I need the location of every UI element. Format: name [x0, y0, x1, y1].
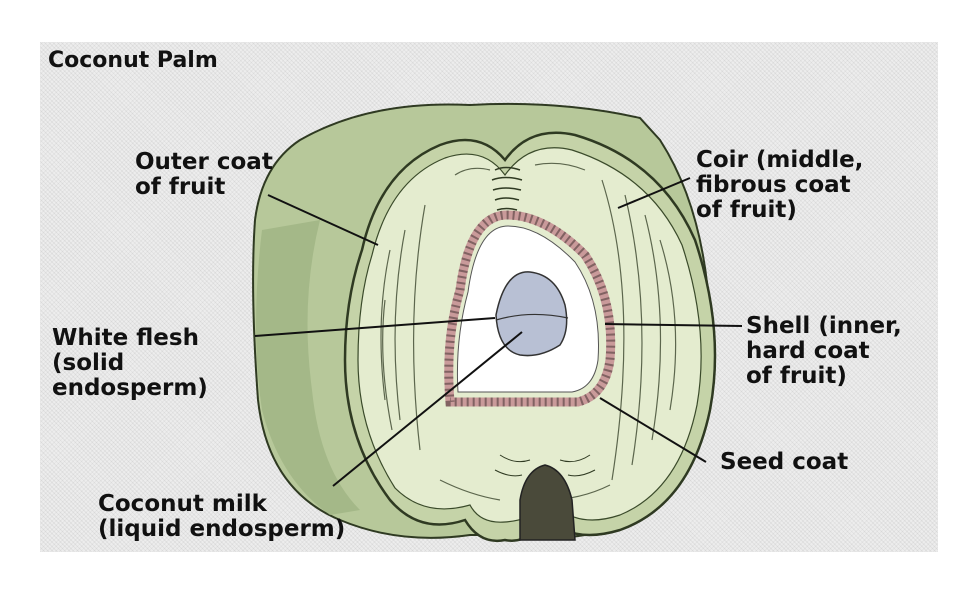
label-coconut-milk: Coconut milk (liquid endosperm)	[98, 491, 346, 542]
label-coir: Coir (middle, fibrous coat of fruit)	[696, 147, 864, 223]
stem-fibers	[491, 166, 523, 211]
label-white-flesh: White flesh (solid endosperm)	[52, 325, 208, 401]
base-fibers	[494, 454, 596, 477]
label-outer-coat: Outer coat of fruit	[135, 149, 273, 200]
diagram-title: Coconut Palm	[48, 48, 218, 73]
leader-coconut-milk	[332, 331, 523, 487]
leader-lines	[254, 177, 743, 487]
husk-shading	[256, 220, 360, 515]
leader-shell	[604, 323, 743, 327]
leader-seed-coat	[599, 397, 707, 463]
base-eyes	[519, 464, 576, 541]
coconut-milk	[495, 271, 568, 357]
label-seed-coat: Seed coat	[720, 449, 849, 475]
leader-white-flesh	[254, 317, 496, 337]
label-shell: Shell (inner, hard coat of fruit)	[746, 313, 902, 389]
leader-outer-coat	[267, 194, 379, 246]
leader-coir	[617, 177, 691, 209]
